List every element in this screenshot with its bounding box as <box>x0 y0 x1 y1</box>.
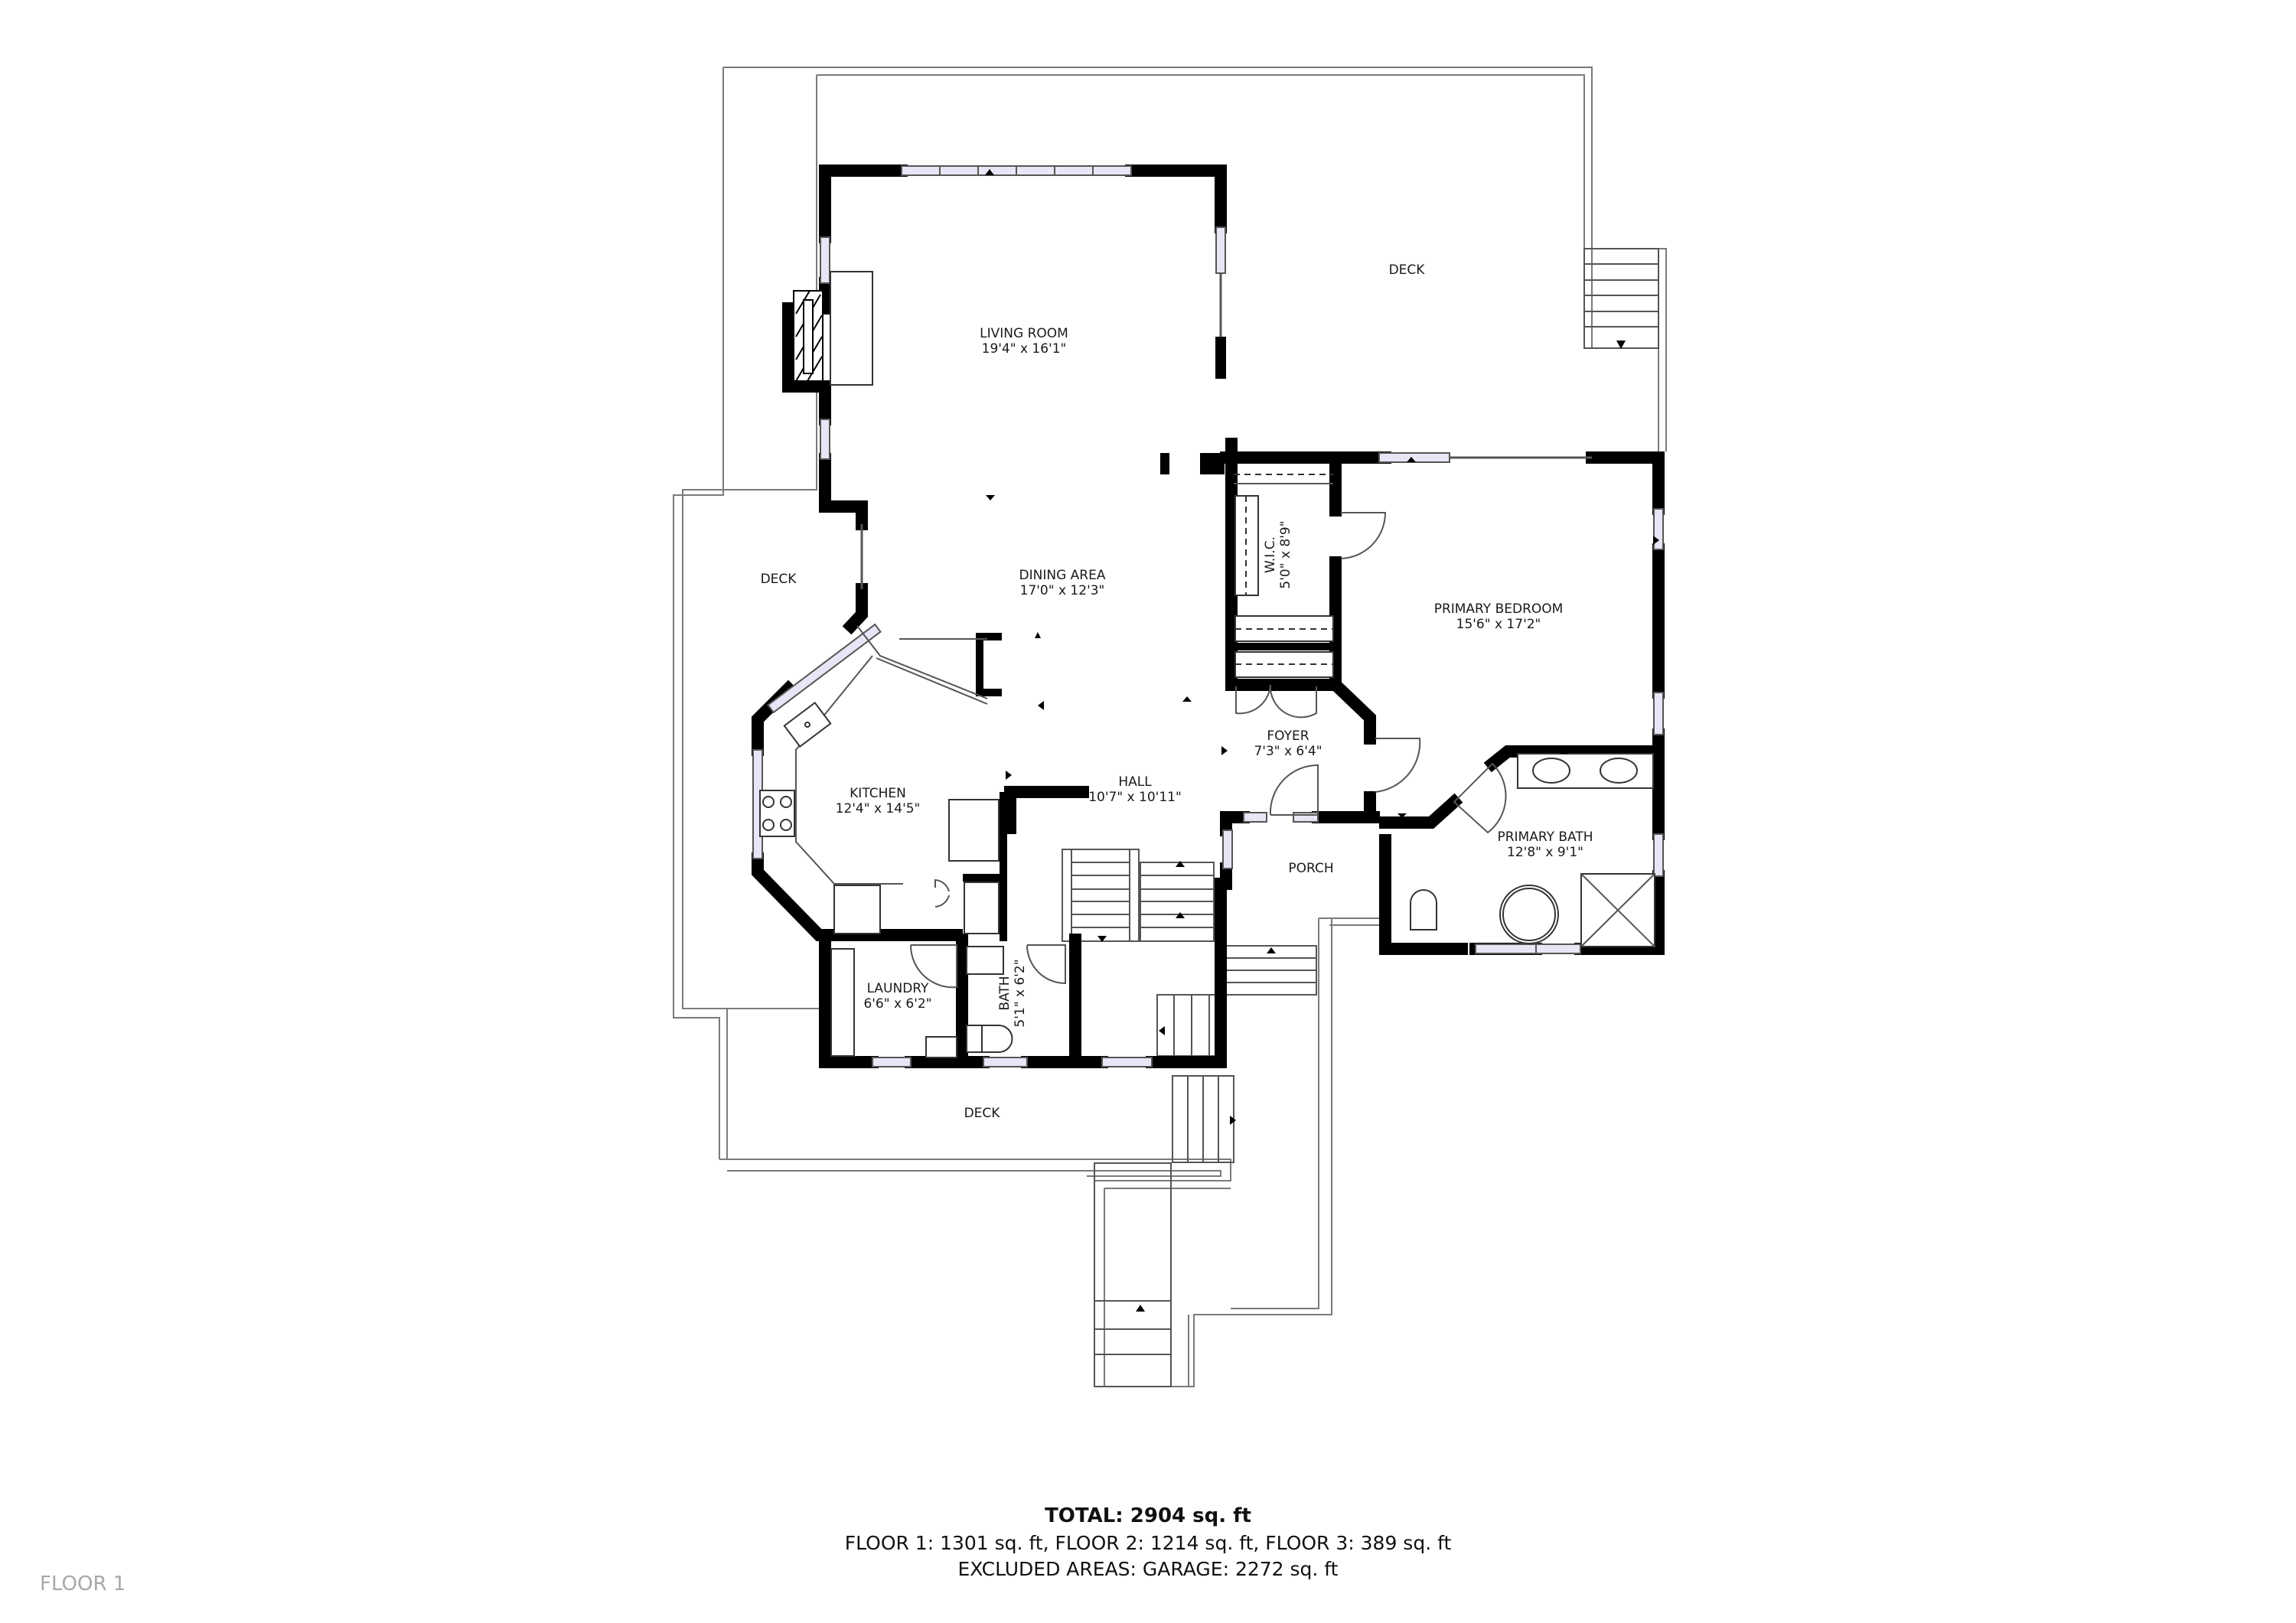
wic-name: W.I.C. <box>1263 536 1278 573</box>
floor-areas: FLOOR 1: 1301 sq. ft, FLOOR 2: 1214 sq. … <box>844 1532 1452 1554</box>
windows <box>752 165 1664 1067</box>
wic-dims: 5'0" x 8'9" <box>1278 520 1293 588</box>
dining-area-dims: 17'0" x 12'3" <box>1020 583 1105 598</box>
bath-name: BATH <box>997 976 1013 1010</box>
total-area: TOTAL: 2904 sq. ft <box>1045 1504 1251 1527</box>
hall-dims: 10'7" x 10'11" <box>1088 790 1182 805</box>
label-living-room: LIVING ROOM 19'4" x 16'1" <box>980 326 1068 357</box>
dining-area-name: DINING AREA <box>1019 568 1106 583</box>
label-kitchen: KITCHEN 12'4" x 14'5" <box>836 786 921 816</box>
stairs-interior <box>1062 849 1215 942</box>
fireplace <box>793 271 873 386</box>
deck-west-name: DECK <box>761 572 797 587</box>
label-dining-area: DINING AREA 17'0" x 12'3" <box>1019 568 1106 598</box>
foyer-name: FOYER <box>1267 728 1309 744</box>
primary-bath-dims: 12'8" x 9'1" <box>1507 845 1583 860</box>
stairs-porch <box>1225 945 1317 996</box>
floor-tag: FLOOR 1 <box>40 1572 126 1595</box>
living-room-name: LIVING ROOM <box>980 326 1068 341</box>
primary-bedroom-dims: 15'6" x 17'2" <box>1456 617 1541 632</box>
kitchen-fixtures <box>759 625 1000 934</box>
foyer-dims: 7'3" x 6'4" <box>1254 744 1322 759</box>
bath-fixtures <box>830 753 1655 1058</box>
deck-outlines <box>673 67 1667 1387</box>
bath-dims: 5'1" x 6'2" <box>1013 959 1028 1027</box>
hall-name: HALL <box>1118 774 1152 790</box>
label-bath: BATH 5'1" x 6'2" <box>997 959 1028 1027</box>
label-primary-bedroom: PRIMARY BEDROOM 15'6" x 17'2" <box>1434 601 1564 632</box>
living-room-dims: 19'4" x 16'1" <box>982 341 1067 357</box>
doors <box>909 512 1507 989</box>
room-labels: LIVING ROOM 19'4" x 16'1" DINING AREA 17… <box>761 262 1593 1121</box>
label-laundry: LAUNDRY 6'6" x 6'2" <box>863 981 931 1012</box>
deck-south-name: DECK <box>964 1106 1001 1121</box>
porch-name: PORCH <box>1288 861 1333 876</box>
label-foyer: FOYER 7'3" x 6'4" <box>1254 728 1322 759</box>
measure-markers <box>985 169 1659 818</box>
kitchen-name: KITCHEN <box>850 786 906 801</box>
kitchen-dims: 12'4" x 14'5" <box>836 801 921 816</box>
laundry-dims: 6'6" x 6'2" <box>863 996 931 1012</box>
stairs-east <box>1583 248 1659 349</box>
label-primary-bath: PRIMARY BATH 12'8" x 9'1" <box>1497 829 1593 860</box>
laundry-name: LAUNDRY <box>867 981 929 996</box>
deck-north-name: DECK <box>1389 262 1426 278</box>
excluded-areas: EXCLUDED AREAS: GARAGE: 2272 sq. ft <box>957 1558 1339 1580</box>
primary-bedroom-name: PRIMARY BEDROOM <box>1434 601 1564 617</box>
closet-fixtures <box>1234 474 1334 678</box>
label-wic: W.I.C. 5'0" x 8'9" <box>1263 520 1293 588</box>
primary-bath-name: PRIMARY BATH <box>1497 829 1593 845</box>
label-hall: HALL 10'7" x 10'11" <box>1088 774 1182 805</box>
